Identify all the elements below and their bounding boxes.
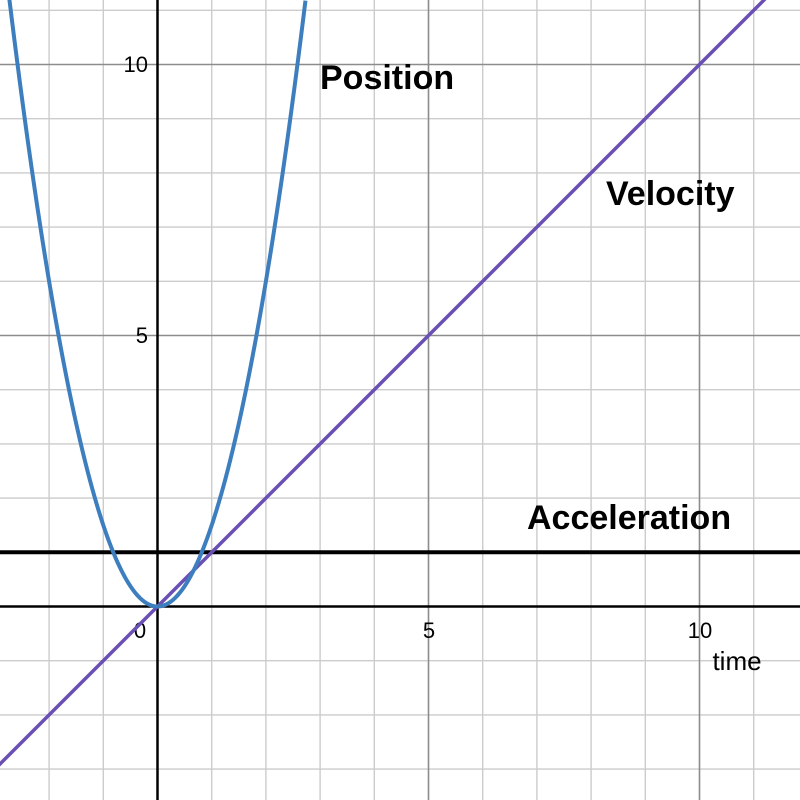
x-tick-label-0: 0: [134, 618, 146, 643]
y-tick-label-10: 10: [124, 52, 148, 77]
acceleration-label: Acceleration: [527, 499, 731, 537]
x-tick-label-10: 10: [688, 618, 712, 643]
curve-labels: Position Velocity Acceleration: [320, 59, 735, 537]
x-axis-title: time: [712, 646, 761, 676]
y-tick-label-5: 5: [136, 323, 148, 348]
velocity-label: Velocity: [606, 175, 735, 213]
position-label: Position: [320, 59, 454, 97]
tick-labels: 0 5 10 5 10 time: [124, 52, 762, 676]
position-curve[interactable]: [7, 0, 308, 609]
x-tick-label-5: 5: [423, 618, 435, 643]
